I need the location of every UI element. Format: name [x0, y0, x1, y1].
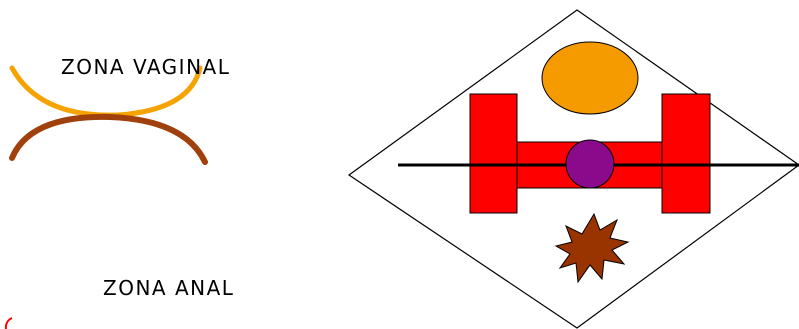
zona-vaginal-label: ZONA VAGINAL	[61, 55, 230, 79]
lower-arc	[12, 117, 205, 162]
orange-oval	[542, 42, 638, 114]
purple-circle	[566, 140, 614, 188]
right-red-bar	[662, 94, 710, 213]
left-red-bar	[470, 94, 517, 213]
partial-circle-mark	[6, 318, 12, 329]
zona-anal-label: ZONA ANAL	[103, 276, 234, 300]
